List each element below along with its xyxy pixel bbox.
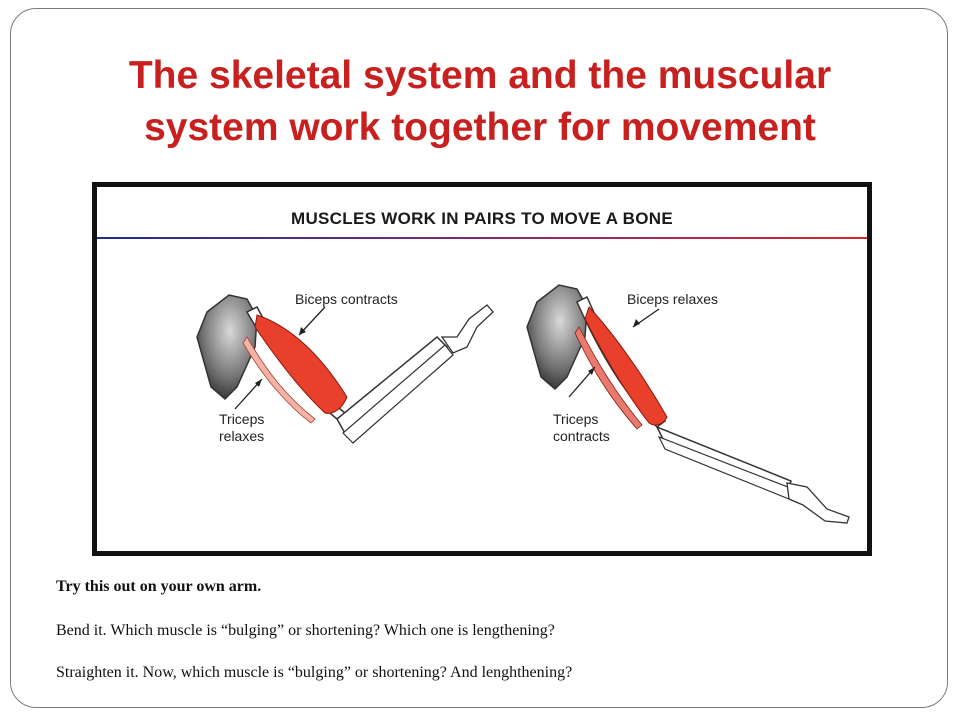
right-triceps-label: Triceps contracts: [553, 411, 610, 445]
slide-title: The skeletal system and the muscular sys…: [60, 50, 900, 154]
prompt-text: Try this out on your own arm.: [56, 578, 262, 595]
right-triceps-muscle: [574, 326, 643, 430]
right-arm-straight: [526, 284, 850, 524]
right-scapula: [526, 284, 588, 391]
left-triceps-muscle: [242, 336, 316, 424]
left-hand: [440, 304, 494, 354]
left-triceps-label-line-1: Triceps: [219, 411, 265, 427]
figure-divider: [97, 237, 867, 239]
right-forearm-bone-2: [657, 435, 794, 500]
right-biceps-muscle: [584, 306, 668, 426]
left-biceps-label: Biceps contracts: [295, 291, 398, 307]
left-triceps-label-line-2: relaxes: [219, 428, 265, 444]
figure-heading: MUSCLES WORK IN PAIRS TO MOVE A BONE: [291, 209, 673, 228]
instruction-bend: Bend it. Which muscle is “bulging” or sh…: [56, 622, 555, 639]
right-triceps-label-line-1: Triceps: [553, 411, 599, 427]
left-scapula: [196, 294, 258, 401]
instruction-straighten: Straighten it. Now, which muscle is “bul…: [56, 664, 573, 681]
right-triceps-label-line-2: contracts: [553, 428, 610, 444]
right-biceps-label: Biceps relaxes: [627, 291, 719, 307]
right-hand: [786, 482, 850, 524]
left-forearm-bone-2: [342, 344, 454, 444]
slide-title-line-2: system work together for movement: [144, 106, 816, 149]
left-triceps-label: Triceps relaxes: [219, 411, 264, 445]
arm-illustrations: [196, 284, 850, 524]
muscle-pairs-figure: MUSCLES WORK IN PAIRS TO MOVE A BONE: [92, 182, 872, 556]
left-arm-bent: [196, 294, 494, 444]
slide-title-line-1: The skeletal system and the muscular: [128, 54, 832, 97]
left-forearm: [336, 335, 449, 439]
left-biceps-muscle: [254, 314, 348, 414]
